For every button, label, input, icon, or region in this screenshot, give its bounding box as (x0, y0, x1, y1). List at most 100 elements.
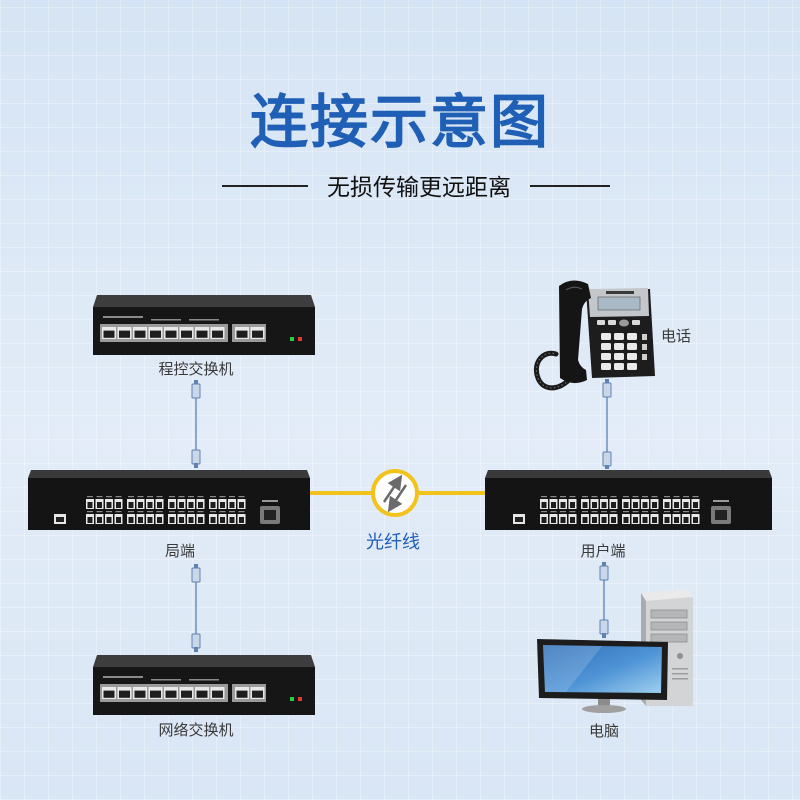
ethernet-port (218, 511, 227, 524)
diagram-title: 连接示意图 (250, 88, 550, 156)
port-socket (560, 502, 566, 508)
port-socket (103, 690, 115, 698)
cable-central-network (191, 564, 201, 652)
port-print (673, 511, 680, 513)
port-socket (220, 517, 225, 523)
ethernet-port (609, 496, 618, 509)
port-socket (652, 517, 657, 523)
port-socket (664, 517, 670, 523)
ethernet-port (102, 327, 116, 339)
port-socket (601, 517, 607, 523)
port-socket (551, 517, 556, 523)
port-print (692, 511, 699, 513)
ethernet-port (650, 496, 659, 509)
connector-tip (602, 633, 606, 638)
port-socket (181, 690, 192, 698)
port-print (582, 496, 588, 498)
power-button (677, 653, 683, 659)
port-print (560, 511, 566, 513)
port-socket (611, 502, 616, 508)
port-socket (196, 330, 208, 338)
ethernet-port (179, 687, 194, 699)
ethernet-port (196, 496, 205, 509)
port-socket (188, 502, 194, 508)
ethernet-port (622, 496, 630, 509)
ethernet-port (559, 511, 567, 524)
port-print (632, 511, 639, 513)
phone-key (627, 353, 637, 360)
switch-print (189, 679, 219, 681)
ethernet-port (672, 496, 681, 509)
port-socket (601, 502, 607, 508)
port-socket (664, 502, 670, 508)
port-socket (551, 502, 556, 508)
ethernet-port (682, 511, 690, 524)
ethernet-port (590, 511, 599, 524)
ethernet-port (600, 496, 608, 509)
phone-key (601, 353, 611, 360)
phone-softkey (608, 320, 616, 325)
port-socket (560, 517, 566, 523)
phone-keypad (601, 333, 637, 370)
port-print (219, 496, 226, 498)
ethernet-port (146, 511, 154, 524)
port-socket (592, 502, 597, 508)
ethernet-port (540, 496, 548, 509)
ethernet-port (641, 496, 649, 509)
port-socket (106, 502, 112, 508)
screen-reflection (543, 645, 602, 692)
unit-top (485, 470, 772, 478)
remote-unit-label: 用户端 (580, 542, 625, 560)
connector-tip (194, 380, 198, 385)
ethernet-port (568, 511, 577, 524)
ethernet-port (228, 511, 236, 524)
ethernet-port (146, 496, 154, 509)
port-socket (103, 330, 115, 338)
port-print (569, 511, 576, 513)
port-socket (642, 502, 648, 508)
port-socket (157, 517, 162, 523)
port-socket (179, 517, 184, 523)
ethernet-port (196, 511, 205, 524)
phone-key (614, 333, 624, 340)
switch-print (151, 319, 181, 321)
port-socket (252, 330, 263, 338)
phone-softkey (632, 320, 640, 325)
ethernet-port (164, 687, 178, 699)
connector-tip (194, 463, 198, 468)
port-print (623, 511, 629, 513)
port-print (128, 496, 134, 498)
port-socket (674, 517, 679, 523)
monitor (537, 639, 668, 713)
ethernet-port (102, 687, 116, 699)
phone-key (601, 363, 611, 370)
phone-nav-key (619, 319, 629, 327)
port-socket (165, 330, 177, 338)
port-print (550, 496, 557, 498)
port-socket (138, 502, 143, 508)
status-led (298, 697, 302, 701)
monitor-screen (543, 645, 662, 693)
port-print (197, 496, 204, 498)
phone-screen (597, 296, 641, 311)
ethernet-port (86, 496, 94, 509)
phone-cord-coils (535, 352, 577, 389)
port-socket (119, 690, 130, 698)
drive-bay (650, 609, 688, 619)
port-print (591, 496, 598, 498)
port-socket (188, 517, 194, 523)
drive-bay (650, 621, 688, 631)
ethernet-port (250, 687, 265, 699)
ethernet-port (133, 327, 147, 339)
port-socket (87, 502, 93, 508)
socket-print (713, 500, 729, 502)
ethernet-port (136, 511, 145, 524)
port-print (664, 496, 670, 498)
pbx-switch (93, 295, 315, 355)
switch-print (103, 676, 143, 678)
port-socket (128, 517, 134, 523)
port-socket (239, 517, 244, 523)
central-unit (28, 470, 310, 530)
port-print (601, 496, 607, 498)
port-socket (582, 502, 588, 508)
